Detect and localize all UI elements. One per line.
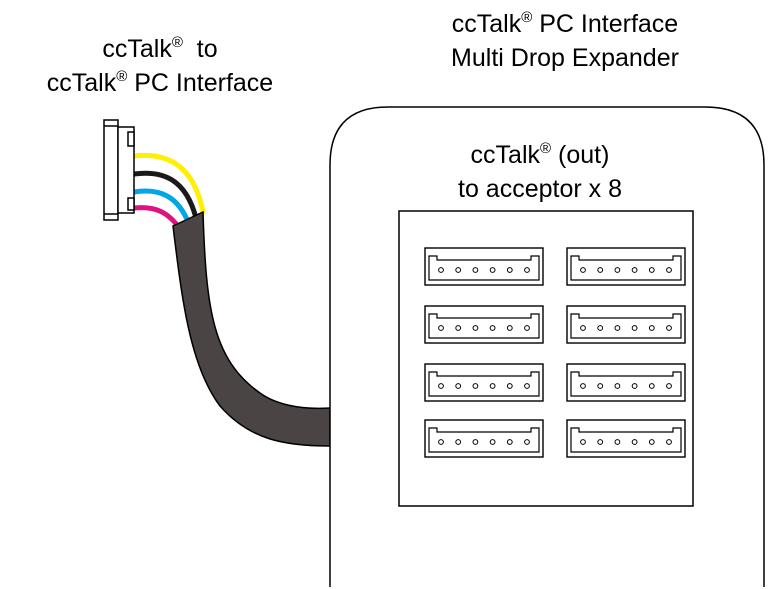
left-label-text-1b: to <box>182 35 218 63</box>
registered-mark: ® <box>521 9 533 26</box>
connector-pin <box>524 383 530 389</box>
connector-pin <box>580 267 586 273</box>
acceptor-connector-6 <box>566 363 686 402</box>
connector-pin <box>472 383 479 389</box>
connector-pin <box>438 439 444 445</box>
top-label-text-2: Multi Drop Expander <box>451 44 679 72</box>
connector-pin <box>648 267 655 273</box>
acceptor-connector-3 <box>424 305 544 344</box>
ccTalk-out-label: ccTalk® (out) to acceptor x 8 <box>410 140 670 205</box>
registered-mark: ® <box>116 68 128 85</box>
connector-pin <box>580 325 586 331</box>
connector-grid <box>424 247 686 458</box>
connector-pin <box>666 383 672 389</box>
connector-pin <box>631 383 638 389</box>
connector-pin <box>614 439 621 445</box>
connector-pin <box>455 439 462 445</box>
connector-pin <box>666 325 672 331</box>
acceptor-connector-8 <box>566 419 686 458</box>
out-label-text-2: to acceptor x 8 <box>458 175 622 203</box>
connector-pin <box>438 383 444 389</box>
connector-pin <box>580 439 586 445</box>
left-label-text-2b: PC Interface <box>127 69 274 97</box>
connector-pin <box>438 267 444 273</box>
connector-pin <box>455 325 462 331</box>
ccTalk-to-pc-interface-label: ccTalk® to ccTalk® PC Interface <box>0 34 320 102</box>
left-label-text-2a: ccTalk <box>46 69 117 97</box>
connector-pin <box>506 267 513 273</box>
connector-pin <box>597 325 604 331</box>
connector-pin <box>597 439 604 445</box>
connector-pin <box>631 439 638 445</box>
connector-pin <box>524 439 530 445</box>
connector-pin <box>472 439 479 445</box>
registered-mark: ® <box>540 140 552 157</box>
ccTalk-plug <box>103 119 135 221</box>
connector-pin <box>489 267 496 273</box>
expander-title-label: ccTalk® PC Interface Multi Drop Expander <box>390 9 740 74</box>
connector-pin <box>524 267 530 273</box>
top-label-text-1a: ccTalk <box>451 10 522 38</box>
connector-pin <box>438 325 444 331</box>
connector-pin <box>597 267 604 273</box>
connector-pin <box>666 439 672 445</box>
acceptor-connector-4 <box>566 305 686 344</box>
wire-yellow <box>131 152 206 215</box>
wire-cyan <box>131 188 192 227</box>
out-label-text-1a: ccTalk <box>470 141 541 169</box>
connector-pin <box>580 383 586 389</box>
connector-pin <box>631 325 638 331</box>
connector-pin <box>489 325 496 331</box>
connector-pin <box>597 383 604 389</box>
top-label-text-1b: PC Interface <box>532 10 679 38</box>
acceptor-connector-1 <box>424 247 544 286</box>
connector-pin <box>506 439 513 445</box>
connector-pin <box>455 267 462 273</box>
connector-pin <box>614 267 621 273</box>
connector-pin <box>506 325 513 331</box>
connector-pin <box>489 383 496 389</box>
cable <box>172 210 331 447</box>
connector-pin <box>524 325 530 331</box>
out-label-text-1b: (out) <box>551 141 610 169</box>
connector-pin <box>472 325 479 331</box>
connector-pin <box>631 267 638 273</box>
connector-pin <box>648 383 655 389</box>
connector-pin <box>648 439 655 445</box>
connector-pin <box>506 383 513 389</box>
connector-pin <box>489 439 496 445</box>
acceptor-connector-7 <box>424 419 544 458</box>
connector-pin <box>455 383 462 389</box>
acceptor-connector-5 <box>424 363 544 402</box>
connector-pin <box>648 325 655 331</box>
registered-mark: ® <box>171 34 183 51</box>
connector-pin <box>666 267 672 273</box>
wire-black <box>131 170 199 221</box>
connector-pin <box>614 383 621 389</box>
left-label-text-1a: ccTalk <box>102 35 172 63</box>
acceptor-connector-2 <box>566 247 686 286</box>
connector-pin <box>614 325 621 331</box>
connector-pin <box>472 267 479 273</box>
